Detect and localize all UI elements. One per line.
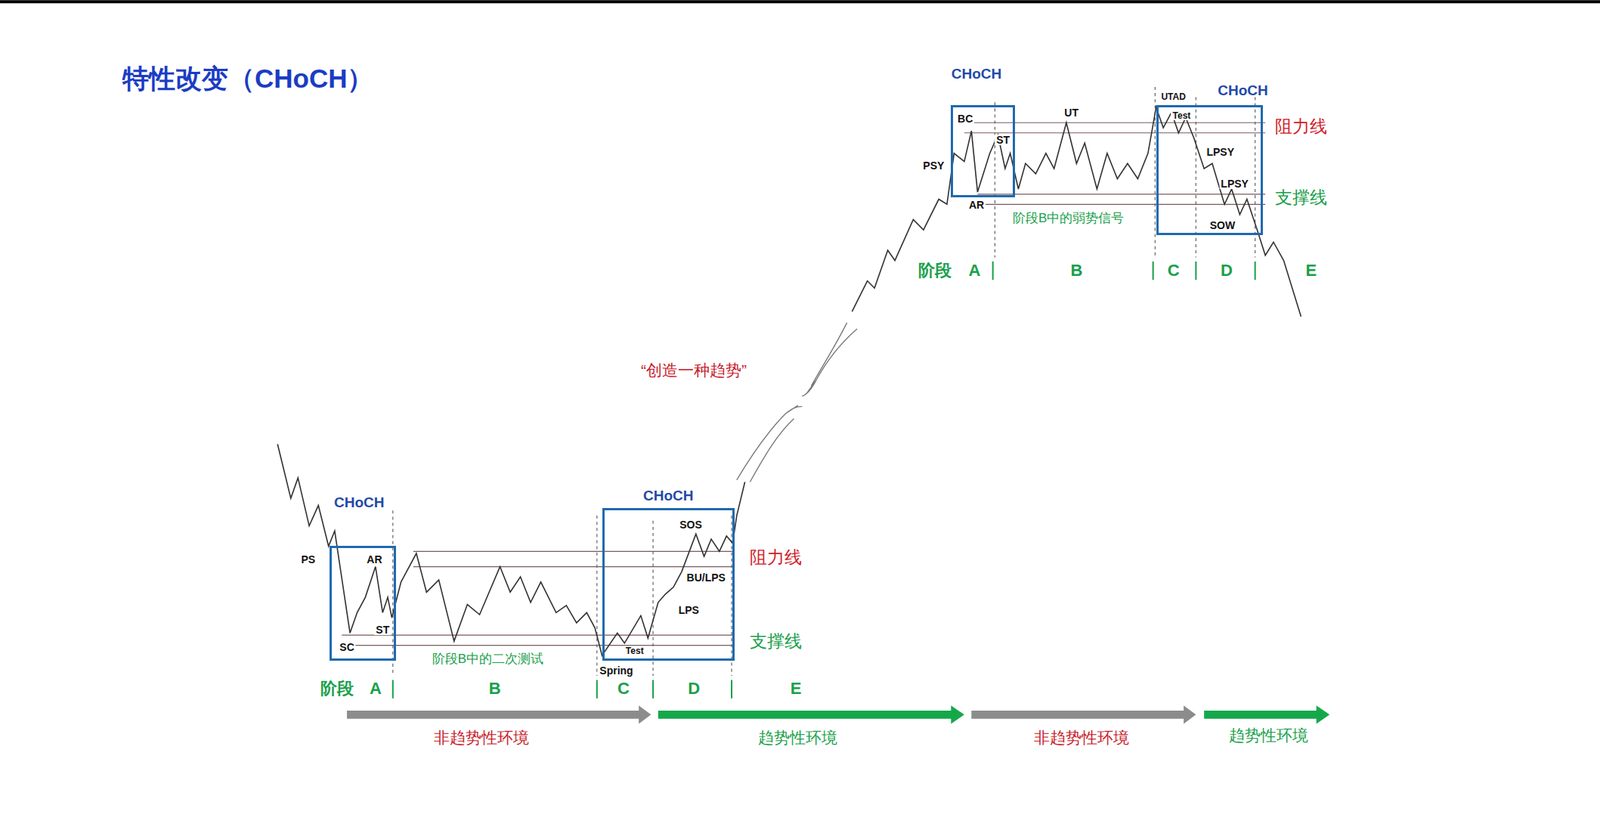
range-arrow xyxy=(346,705,651,724)
phase-label: D xyxy=(686,680,702,697)
resistance-line xyxy=(964,122,1266,124)
point-label: UT xyxy=(1062,107,1081,118)
trend-arrow xyxy=(658,705,965,724)
point-label: Test xyxy=(1171,111,1193,121)
level-label: 支撑线 xyxy=(748,631,804,650)
phase-label: E xyxy=(1304,262,1319,279)
support-line xyxy=(341,634,735,635)
environment-label: 非趋势性环境 xyxy=(432,728,531,745)
level-label: 支撑线 xyxy=(1273,188,1329,206)
choch-box: CHoCHTestLPSYLPSYSOW xyxy=(1156,105,1264,235)
environment-label: 非趋势性环境 xyxy=(1032,728,1131,745)
phase-separator xyxy=(1152,261,1155,280)
page-title: 特性改变（CHoCH） xyxy=(122,64,374,92)
point-label: BU/LPS xyxy=(685,572,728,583)
phase-label: C xyxy=(615,680,632,697)
resistance-line xyxy=(964,132,1266,134)
phase-label: 阶段 xyxy=(916,262,954,279)
price-line xyxy=(277,444,745,656)
phase-divider xyxy=(392,510,394,676)
level-label: 阻力线 xyxy=(1273,117,1329,136)
phase-separators xyxy=(393,261,1256,699)
phase-dividers xyxy=(393,86,1256,676)
resistance-line xyxy=(413,550,735,552)
lower-hand xyxy=(736,405,802,482)
phase-separator xyxy=(1194,261,1197,280)
phase-separator xyxy=(652,679,654,698)
phase-label: D xyxy=(1219,262,1235,279)
environment-label: 趋势性环境 xyxy=(1227,727,1310,743)
note-label: “创造一种趋势” xyxy=(639,361,749,378)
phase-label: 阶段 xyxy=(318,680,356,697)
point-label: LPSY xyxy=(1204,146,1236,158)
phase-separator xyxy=(730,679,733,698)
top-bar xyxy=(0,0,1600,4)
support-line xyxy=(341,644,735,646)
point-label: PS xyxy=(299,553,317,565)
point-label: SOW xyxy=(1208,219,1237,231)
choch-heading: CHoCH xyxy=(643,487,694,502)
phase-label: E xyxy=(789,680,804,697)
price-line xyxy=(851,107,1301,317)
point-label: SC xyxy=(337,641,356,653)
note-label: 阶段B中的弱势信号 xyxy=(1011,210,1126,224)
point-label: LPS xyxy=(677,604,701,616)
point-label: Spring xyxy=(597,665,635,676)
point-label: Test xyxy=(624,646,646,656)
point-label: PSY xyxy=(921,160,946,171)
phase-label: C xyxy=(1166,262,1182,279)
phase-label: B xyxy=(1068,262,1084,279)
note-label: 阶段B中的二次测试 xyxy=(430,651,545,665)
point-label: BC xyxy=(956,113,975,124)
point-label: AR xyxy=(967,199,986,211)
phase-separator xyxy=(992,261,994,280)
environment-label: 趋势性环境 xyxy=(756,728,839,745)
phase-divider xyxy=(994,102,996,257)
phase-divider xyxy=(652,520,653,676)
phase-separator xyxy=(392,679,394,698)
upper-hand xyxy=(801,322,858,397)
choch-box: CHoCHARSCST xyxy=(329,545,397,660)
level-label: 阻力线 xyxy=(748,548,804,567)
trend-arrow xyxy=(1203,705,1330,724)
point-label: ST xyxy=(994,134,1012,146)
range-arrow xyxy=(971,705,1196,724)
phase-label: A xyxy=(368,680,384,697)
level-lines xyxy=(341,122,1266,645)
choch-heading: CHoCH xyxy=(1217,82,1269,97)
choch-heading: CHoCH xyxy=(951,66,1003,81)
choch-box: CHoCHBCST xyxy=(950,105,1016,198)
phase-separator xyxy=(596,679,598,698)
hands-illustration xyxy=(736,322,858,483)
phase-label: A xyxy=(966,262,982,279)
support-line xyxy=(977,204,1266,205)
choch-box: CHoCHSOSBU/LPSLPSTest xyxy=(602,507,736,660)
point-label: SOS xyxy=(677,519,704,530)
resistance-line xyxy=(413,566,735,567)
phase-separator xyxy=(1254,261,1257,280)
choch-heading: CHoCH xyxy=(334,495,385,510)
point-label: ST xyxy=(374,624,391,635)
point-label: AR xyxy=(365,553,384,565)
phase-label: B xyxy=(487,680,503,697)
point-label: UTAD xyxy=(1159,92,1187,102)
phase-divider xyxy=(596,515,598,676)
point-label: LPSY xyxy=(1219,178,1251,189)
phase-divider xyxy=(730,515,732,676)
